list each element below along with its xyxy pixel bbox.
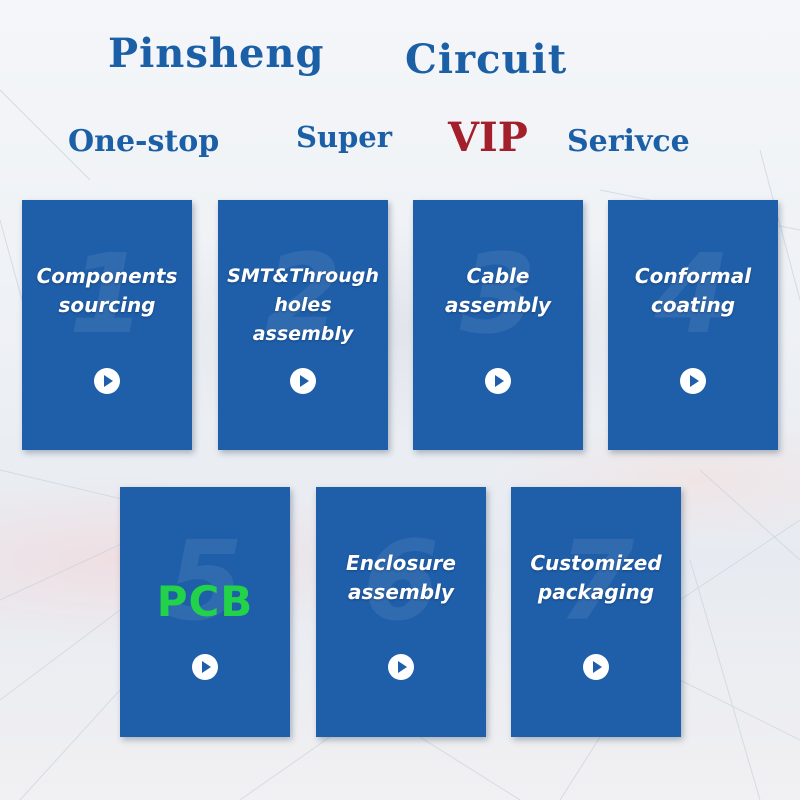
page-subtitle: One-stop Super VIP Serivce bbox=[0, 112, 800, 168]
subtitle-super: Super bbox=[296, 120, 393, 154]
card-label: Enclosure assembly bbox=[316, 549, 486, 607]
card-label: Customized packaging bbox=[511, 549, 681, 607]
card-label-line: holes bbox=[274, 294, 332, 316]
card-label-line: assembly bbox=[445, 293, 551, 317]
card-label-line: Conformal bbox=[634, 264, 752, 288]
subtitle-one-stop: One-stop bbox=[68, 124, 220, 159]
card-label-line: Customized bbox=[530, 551, 662, 575]
card-label-line: coating bbox=[650, 293, 736, 317]
play-circle-icon[interactable] bbox=[388, 654, 414, 680]
service-card-cable-assembly[interactable]: 3 Cable assembly bbox=[413, 200, 583, 450]
play-circle-icon[interactable] bbox=[290, 368, 316, 394]
card-label: Cable assembly bbox=[413, 262, 583, 320]
card-label-line: packaging bbox=[537, 580, 655, 604]
card-label-line: Cable bbox=[466, 264, 530, 288]
play-circle-icon[interactable] bbox=[94, 368, 120, 394]
subtitle-vip: VIP bbox=[448, 114, 528, 161]
card-watermark-number: 3 bbox=[459, 230, 537, 358]
play-circle-icon[interactable] bbox=[680, 368, 706, 394]
play-circle-icon[interactable] bbox=[583, 654, 609, 680]
card-watermark-number: 1 bbox=[68, 230, 146, 358]
card-label-line: Enclosure bbox=[346, 551, 456, 575]
card-label: Components sourcing bbox=[22, 262, 192, 320]
service-card-components-sourcing[interactable]: 1 Components sourcing bbox=[22, 200, 192, 450]
service-card-customized-packaging[interactable]: 7 Customized packaging bbox=[511, 487, 681, 737]
card-watermark-number: 6 bbox=[362, 517, 440, 645]
service-card-pcb[interactable]: 5 PCB bbox=[120, 487, 290, 737]
card-label: Conformal coating bbox=[608, 262, 778, 320]
play-circle-icon[interactable] bbox=[192, 654, 218, 680]
card-label-line: assembly bbox=[348, 580, 454, 604]
card-label-line: assembly bbox=[252, 323, 354, 345]
title-word-circuit: Circuit bbox=[405, 36, 568, 83]
service-card-enclosure-assembly[interactable]: 6 Enclosure assembly bbox=[316, 487, 486, 737]
card-watermark-number: 7 bbox=[557, 517, 635, 645]
page-title: Pinsheng Circuit bbox=[0, 26, 800, 86]
play-circle-icon[interactable] bbox=[485, 368, 511, 394]
card-watermark-number: 5 bbox=[166, 517, 244, 645]
card-label-line: SMT&Through bbox=[227, 265, 379, 287]
service-card-conformal-coating[interactable]: 4 Conformal coating bbox=[608, 200, 778, 450]
card-watermark-number: 4 bbox=[654, 230, 732, 358]
service-card-smt-through-holes-assembly[interactable]: 2 SMT&Through holes assembly bbox=[218, 200, 388, 450]
card-label-line: Components bbox=[36, 264, 178, 288]
card-label-pcb: PCB bbox=[156, 577, 254, 626]
title-word-pinsheng: Pinsheng bbox=[108, 30, 325, 77]
card-label: SMT&Through holes assembly bbox=[218, 262, 388, 349]
card-watermark-number: 2 bbox=[264, 230, 342, 358]
card-label-line: sourcing bbox=[58, 293, 156, 317]
subtitle-service: Serivce bbox=[567, 124, 690, 159]
